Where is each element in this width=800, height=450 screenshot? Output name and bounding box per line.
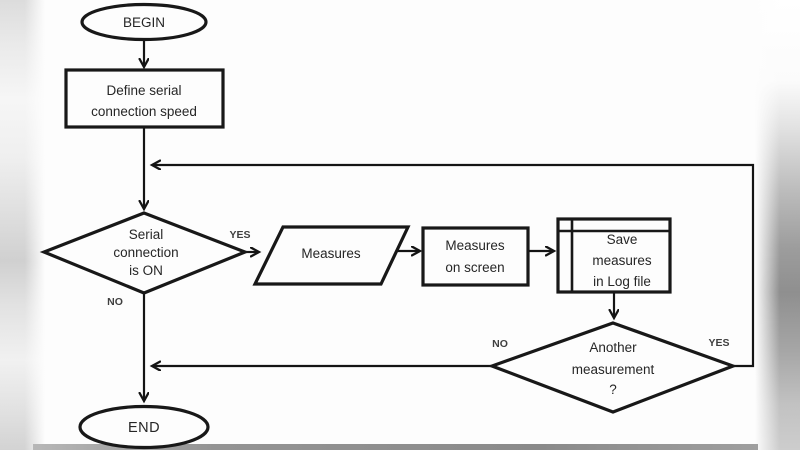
node-measures-label: Measures xyxy=(301,246,361,261)
node-serial-on-line3: is ON xyxy=(129,263,163,278)
flow-edges xyxy=(144,39,755,401)
node-serial-on-line2: connection xyxy=(113,245,178,260)
node-another-line1: Another xyxy=(589,340,637,355)
node-another-line3: ? xyxy=(609,382,617,397)
edge-another-yes-loopback xyxy=(152,165,755,368)
node-define-speed-process xyxy=(64,68,225,129)
node-end-label: END xyxy=(128,420,160,436)
node-serial-on-decision xyxy=(39,211,250,295)
node-save-log-line3: in Log file xyxy=(593,274,651,289)
edge-label-another-yes: YES xyxy=(708,337,729,349)
node-end-terminator xyxy=(78,404,210,450)
node-define-speed-line2: connection speed xyxy=(91,104,197,119)
node-measures-io xyxy=(252,225,411,286)
left-shadow-strip xyxy=(0,0,45,450)
node-save-log-line2: measures xyxy=(592,253,652,268)
edge-label-serial-yes: YES xyxy=(229,229,250,241)
node-measures-screen-line1: Measures xyxy=(445,238,505,253)
node-define-speed-line1: Define serial xyxy=(106,83,181,98)
node-measures-screen-process xyxy=(421,226,530,287)
bottom-shadow-bar xyxy=(33,444,758,450)
node-begin-terminator xyxy=(80,2,208,42)
edge-label-another-no: NO xyxy=(492,338,508,350)
node-another-decision xyxy=(487,321,738,414)
node-serial-on-line1: Serial xyxy=(129,227,164,242)
node-save-log-line1: Save xyxy=(607,232,638,247)
right-shadow-strip xyxy=(755,0,800,450)
edge-label-serial-no: NO xyxy=(107,296,123,308)
node-begin-label: BEGIN xyxy=(123,15,165,30)
node-another-line2: measurement xyxy=(572,362,655,377)
node-measures-screen-line2: on screen xyxy=(445,260,504,275)
